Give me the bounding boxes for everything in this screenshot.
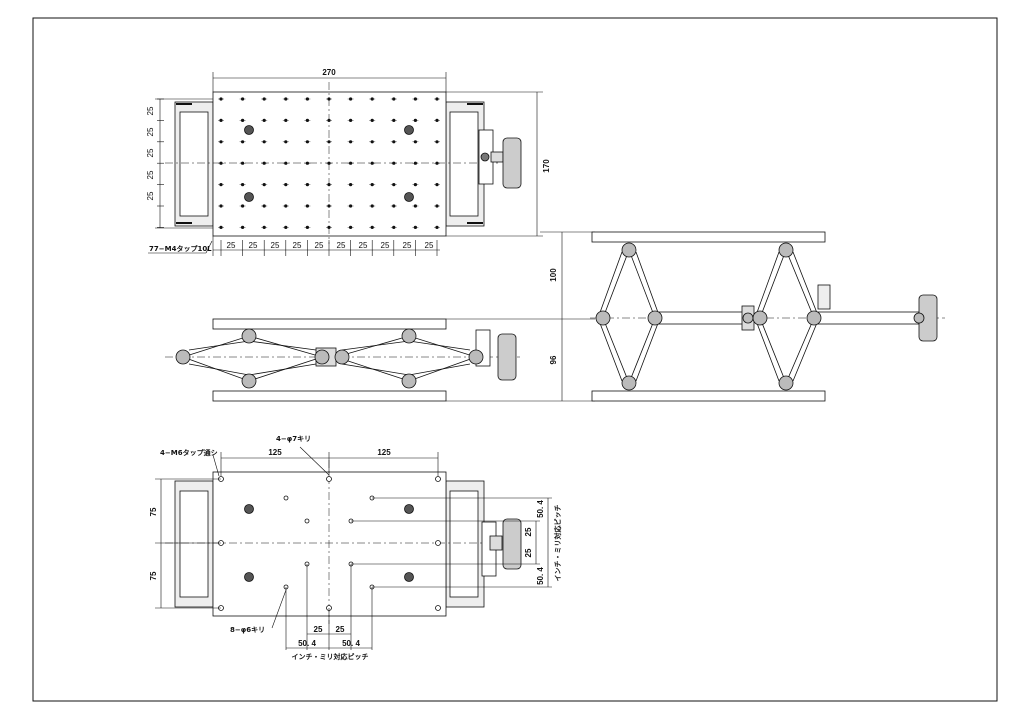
- top-pitch-left-3: 25: [146, 170, 155, 179]
- top-pitch-left-2: 25: [146, 148, 155, 157]
- bottom-view: [165, 460, 522, 624]
- right-pitch-1: 25: [524, 527, 533, 536]
- drive-knob: [502, 137, 522, 189]
- bottom-plate: [212, 471, 447, 617]
- bottom-half-height-bottom: 75: [149, 571, 158, 580]
- top-left-pitch-ticks: [157, 98, 164, 228]
- top-pitch-bottom-5: 25: [337, 241, 346, 250]
- top-pitch-bottom-2: 25: [271, 241, 280, 250]
- bottom-pitch-note: インチ・ミリ対応ピッチ: [292, 652, 369, 661]
- side-view-dimensions: [446, 231, 595, 402]
- drawing-frame: [32, 17, 998, 702]
- top-plate-holes: [218, 97, 440, 229]
- lowered-knob: [497, 333, 517, 381]
- right-pitch-2: 25: [524, 548, 533, 557]
- bottom-inch-1: 50. 4: [342, 639, 360, 648]
- top-pitch-bottom-0: 25: [227, 241, 236, 250]
- lowered-top-plate: [212, 318, 447, 330]
- top-pitch-bottom-7: 25: [381, 241, 390, 250]
- lift-min-label: 96: [549, 355, 558, 364]
- bottom-pitch-0: 25: [314, 625, 323, 634]
- bottom-knob: [502, 518, 522, 570]
- lowered-pivots: [175, 328, 484, 389]
- right-pitch-0: 50. 4: [536, 500, 545, 518]
- bottom-inch-0: 50. 4: [298, 639, 316, 648]
- lowered-bottom-plate: [212, 390, 447, 402]
- top-pitch-left-4: 25: [146, 191, 155, 200]
- top-pitch-bottom-9: 25: [425, 241, 434, 250]
- top-pitch-bottom-1: 25: [249, 241, 258, 250]
- lift-max-label: 100: [549, 268, 558, 282]
- right-pitch-note: インチ・ミリ対応ピッチ: [553, 505, 562, 582]
- bottom-half-width-right: 125: [377, 448, 391, 457]
- top-pitch-left-1: 25: [146, 127, 155, 136]
- top-plate-bosses: [244, 125, 414, 202]
- bottom-view-bosses: [244, 504, 414, 582]
- bottom-pitch-1: 25: [336, 625, 345, 634]
- top-width-label: 270: [322, 68, 336, 77]
- raised-bottom-plate: [591, 390, 826, 402]
- top-bottom-pitch-ticks: [220, 240, 438, 256]
- top-view-dimensions: [148, 72, 543, 256]
- bottom-tap-note: 4−M6タップ通シ: [160, 448, 218, 457]
- bottom-hole6-note: 8−φ6キリ: [230, 626, 265, 634]
- raised-top-plate: [591, 231, 826, 243]
- top-pitch-bottom-3: 25: [293, 241, 302, 250]
- bottom-hole7-note: 4−φ7キリ: [276, 435, 311, 443]
- side-view-raised: [590, 231, 945, 402]
- top-height-label: 170: [542, 159, 551, 173]
- raised-pivots: [595, 242, 925, 391]
- top-pitch-bottom-4: 25: [315, 241, 324, 250]
- bottom-half-width-left: 125: [268, 448, 282, 457]
- top-pitch-bottom-8: 25: [403, 241, 412, 250]
- top-pitch-left-0: 25: [146, 106, 155, 115]
- bottom-half-height-top: 75: [149, 507, 158, 516]
- right-pitch-3: 50. 4: [536, 567, 545, 585]
- top-tap-note: 77−M4タップ10L: [149, 244, 212, 253]
- bottom-view-dimensions: [155, 446, 552, 650]
- top-pitch-bottom-6: 25: [359, 241, 368, 250]
